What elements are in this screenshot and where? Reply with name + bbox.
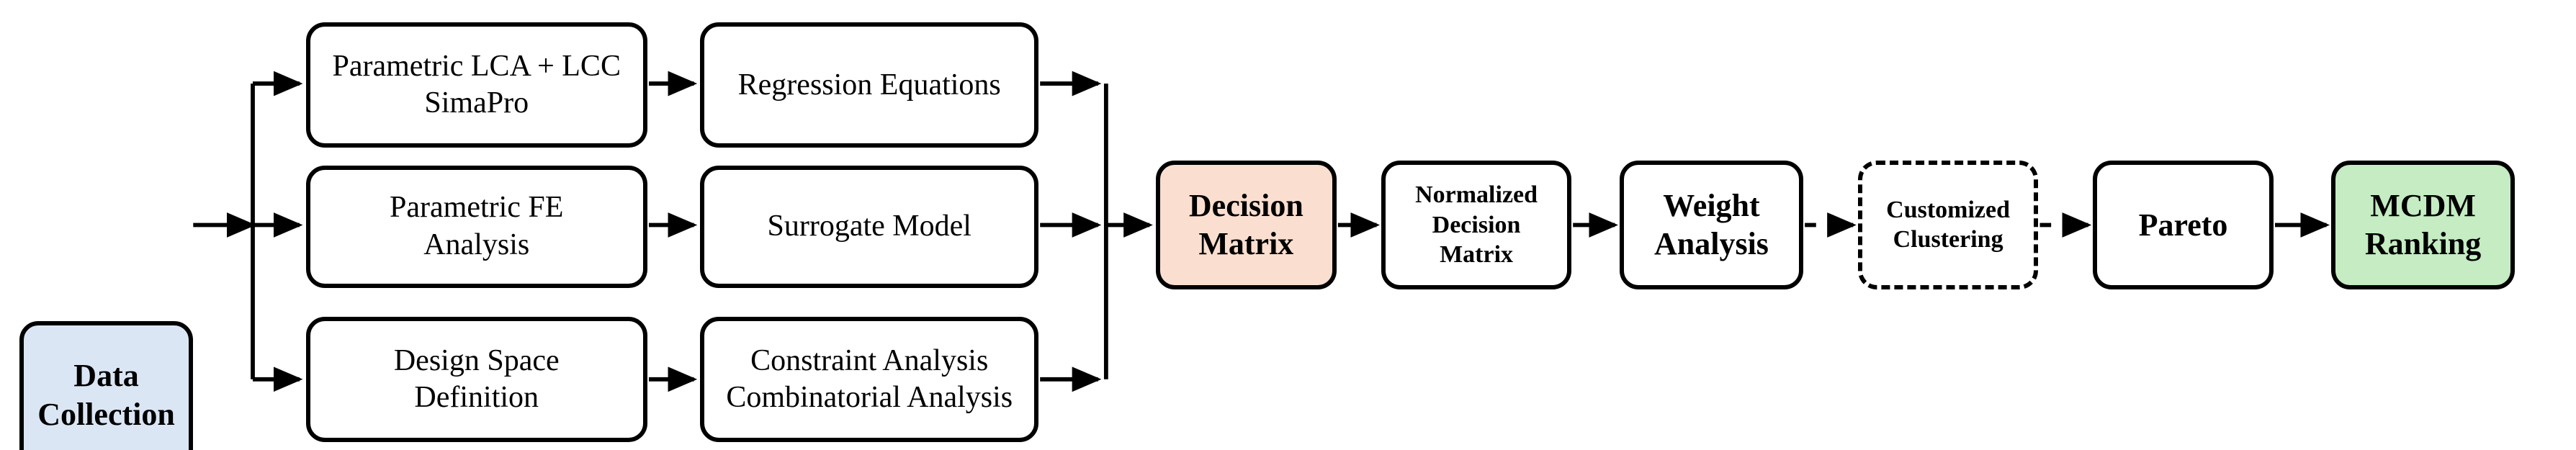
node-regression-equations[interactable]: Regression Equations xyxy=(700,22,1038,148)
node-label-surrogate-model: Surrogate Model xyxy=(767,210,971,243)
node-label-constraint-combinatorial-analysis: Constraint Analysis Combinatorial Analys… xyxy=(726,343,1013,414)
node-weight-analysis[interactable]: Weight Analysis xyxy=(1620,161,1803,289)
node-data-collection[interactable]: Data Collection xyxy=(19,321,194,450)
node-label-data-collection: Data Collection xyxy=(37,358,175,433)
node-customized-clustering[interactable]: Customized Clustering xyxy=(1857,161,2039,289)
node-design-space-definition[interactable]: Design Space Definition xyxy=(305,316,647,442)
node-label-parametric-lca-lcc-simapro: Parametric LCA + LCC SimaPro xyxy=(332,50,621,120)
node-label-design-space-definition: Design Space Definition xyxy=(393,343,560,414)
node-parametric-fe-analysis[interactable]: Parametric FE Analysis xyxy=(305,165,647,288)
node-mcdm-ranking[interactable]: MCDM Ranking xyxy=(2331,161,2516,289)
node-pareto[interactable]: Pareto xyxy=(2093,161,2274,289)
node-surrogate-model[interactable]: Surrogate Model xyxy=(700,165,1038,288)
node-label-regression-equations: Regression Equations xyxy=(737,68,1001,102)
node-label-customized-clustering: Customized Clustering xyxy=(1886,197,2011,253)
node-constraint-combinatorial-analysis[interactable]: Constraint Analysis Combinatorial Analys… xyxy=(700,316,1038,442)
node-normalized-decision-matrix[interactable]: Normalized Decision Matrix xyxy=(1381,161,1571,289)
node-label-decision-matrix: Decision Matrix xyxy=(1188,187,1303,262)
node-label-normalized-decision-matrix: Normalized Decision Matrix xyxy=(1415,181,1538,269)
node-label-weight-analysis: Weight Analysis xyxy=(1653,187,1769,262)
node-label-mcdm-ranking: MCDM Ranking xyxy=(2364,187,2482,262)
node-label-parametric-fe-analysis: Parametric FE Analysis xyxy=(390,191,564,261)
node-decision-matrix[interactable]: Decision Matrix xyxy=(1156,161,1337,289)
node-label-pareto: Pareto xyxy=(2138,207,2228,243)
node-parametric-lca-lcc-simapro[interactable]: Parametric LCA + LCC SimaPro xyxy=(305,22,647,148)
